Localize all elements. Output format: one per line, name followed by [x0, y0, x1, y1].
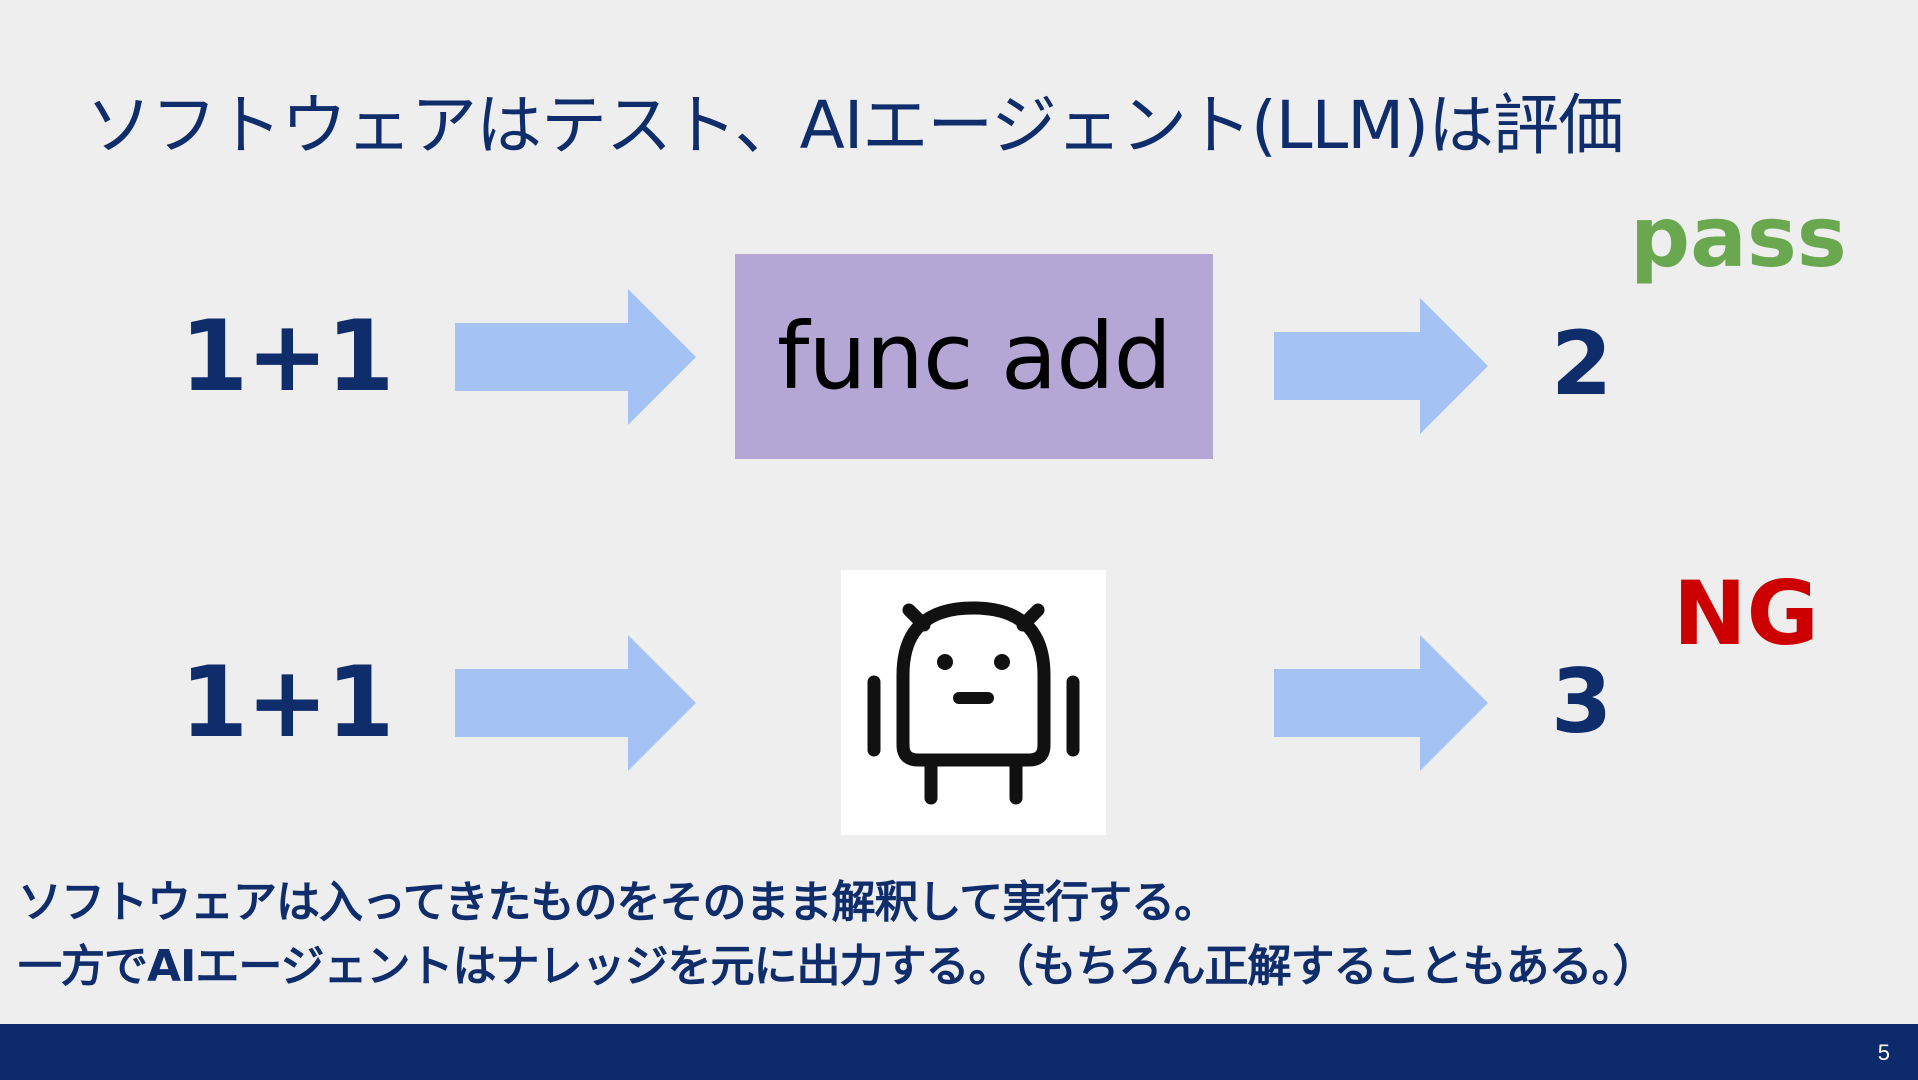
ng-verdict: NG	[1673, 562, 1819, 665]
row1-output: 2	[1551, 312, 1613, 415]
row2-output: 3	[1551, 650, 1613, 753]
func-add-label: func add	[776, 303, 1172, 410]
row1-input: 1+1	[180, 300, 394, 414]
row2-arrow-in-icon	[455, 635, 696, 771]
note-line-2: 一方でAIエージェントはナレッジを元に出力する。（もちろん正解することもある。）	[18, 941, 1657, 992]
func-add-box: func add	[735, 254, 1213, 459]
page-number: 5	[1877, 1040, 1890, 1065]
row2-arrow-out-icon	[1274, 635, 1488, 771]
footer-bar: 5	[0, 1024, 1918, 1080]
slide-title: ソフトウェアはテスト、AIエージェント(LLM)は評価	[86, 87, 1624, 164]
row1-arrow-out-icon	[1274, 298, 1488, 434]
robot-icon	[867, 601, 1080, 805]
llm-robot-box	[841, 570, 1106, 835]
row1-arrow-in-icon	[455, 289, 696, 425]
pass-verdict: pass	[1630, 188, 1847, 286]
note-line-1: ソフトウェアは入ってきたものをそのまま解釈して実行する。	[18, 877, 1218, 928]
row2-input: 1+1	[180, 646, 394, 760]
